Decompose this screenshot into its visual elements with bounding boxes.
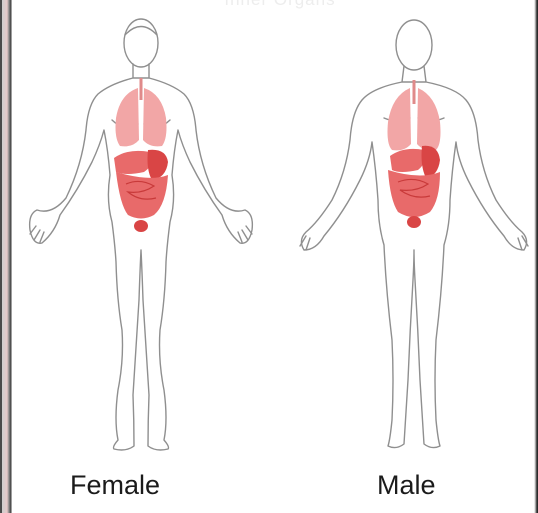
- male-organs: [388, 80, 441, 228]
- male-head: [396, 20, 432, 70]
- male-label: Male: [377, 470, 436, 501]
- male-bladder: [407, 216, 421, 228]
- male-body-outline: [301, 82, 526, 448]
- female-bladder: [134, 220, 148, 232]
- female-label: Female: [70, 470, 160, 501]
- female-body-outline: [30, 78, 253, 450]
